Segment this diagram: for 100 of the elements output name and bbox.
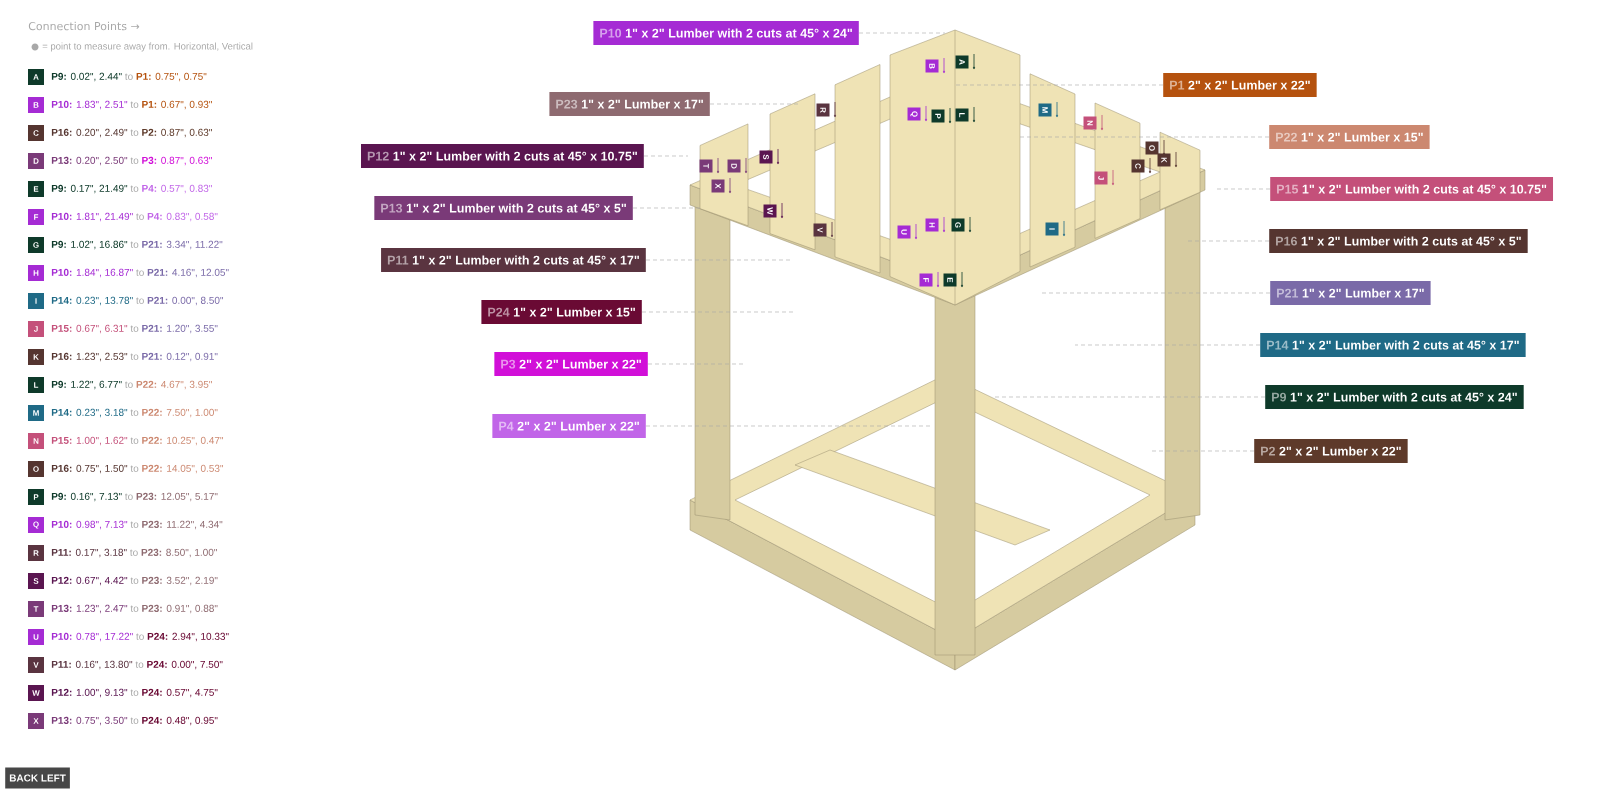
node-label: 1.20", 3.55" <box>167 324 218 334</box>
node-label: P24: <box>142 716 162 724</box>
connection-text: P10: 0.78", 17.22" to P24: 2.94", 10.33" <box>51 632 229 642</box>
node-label: P14: <box>51 408 72 416</box>
node-label: P1: <box>136 72 151 80</box>
node-label: 0.02", 2.44" <box>70 72 122 82</box>
node-label: 14.05", 0.53" <box>167 464 224 474</box>
node-label: P24: <box>142 688 162 696</box>
letter-badge: L <box>28 377 44 393</box>
node-label: P4: <box>147 212 162 220</box>
connection-text: P10: 1.81", 21.49" to P4: 0.83", 0.58" <box>51 212 218 222</box>
node-label: 1.00", 9.13" <box>76 688 128 698</box>
node-label: 0.87", 0.63" <box>161 156 212 166</box>
node-label: to <box>125 73 133 80</box>
node-label: 0.17", 21.49" <box>70 184 128 194</box>
connection-text: P9: 0.17", 21.49" to P4: 0.57", 0.83" <box>51 184 212 194</box>
part-label: P9 1" x 2" Lumber with 2 cuts at 45° x 24" <box>1265 385 1524 409</box>
connection-text: P11: 0.17", 3.18" to P23: 8.50", 1.00" <box>51 548 217 558</box>
node-label: 2.94", 10.33" <box>172 632 229 642</box>
node-label: 3.34", 11.22" <box>166 240 223 250</box>
node-label: to <box>130 465 139 472</box>
connection-text: P14: 0.23", 13.78" to P21: 0.00", 8.50" <box>51 296 224 306</box>
node-label: to <box>125 381 133 388</box>
node-label: P16: <box>51 128 72 136</box>
node-label: P24: <box>147 660 167 668</box>
node-label: 0.78", 17.22" <box>76 632 133 642</box>
node-label: P13: <box>51 716 72 724</box>
heading: Connection Points → <box>28 21 140 31</box>
part-label: P4 2" x 2" Lumber x 22" <box>492 414 646 438</box>
node-label: P10: <box>51 632 72 640</box>
node-label: 1.23", 2.53" <box>76 352 128 362</box>
part-label: P1 2" x 2" Lumber x 22" <box>1163 73 1317 97</box>
node-label: to <box>130 241 139 248</box>
letter-badge: P <box>28 489 44 505</box>
node-label: P24: <box>147 632 168 640</box>
node-label: to <box>130 605 139 612</box>
node-label: 0.20", 2.50" <box>76 156 128 166</box>
node-label: 1.83", 2.51" <box>76 100 128 110</box>
node-label: P22: <box>136 380 157 388</box>
node-label: 0.12", 0.91" <box>166 352 218 362</box>
node-label: P4: <box>142 184 157 192</box>
node-label: 0.00", 7.50" <box>171 660 223 670</box>
node-label: 10.25", 0.47" <box>167 436 224 446</box>
node-label: to <box>136 633 144 640</box>
node-label: 0.57", 4.75" <box>166 688 218 698</box>
connection-text: P9: 0.16", 7.13" to P23: 12.05", 5.17" <box>51 492 218 502</box>
connection-text: P10: 1.83", 2.51" to P1: 0.67", 0.93" <box>51 100 212 110</box>
node-label: 12.05", 5.17" <box>161 492 218 502</box>
letter-badge: H <box>28 265 44 281</box>
marker-tag: R <box>816 103 830 117</box>
node-label: P14: <box>51 296 72 304</box>
connection-text: P10: 1.84", 16.87" to P21: 4.16", 12.05" <box>51 268 229 278</box>
node-label: P9: <box>51 492 66 500</box>
node-label: P13: <box>51 156 72 164</box>
letter-badge: F <box>28 209 44 225</box>
node-label: 1.84", 16.87" <box>76 268 133 278</box>
letter-badge: B <box>28 97 44 113</box>
letter-badge: W <box>28 685 44 701</box>
node-label: to <box>125 493 133 500</box>
letter-badge: K <box>28 349 44 365</box>
connection-text: P12: 1.00", 9.13" to P24: 0.57", 4.75" <box>51 688 218 698</box>
node-label: P9: <box>51 240 66 248</box>
letter-badge: D <box>28 153 44 169</box>
back-button: BACK LEFT <box>5 767 70 789</box>
node-label: P16: <box>51 464 72 472</box>
node-label: 0.23", 13.78" <box>76 296 133 306</box>
letter-badge: A <box>28 69 44 85</box>
part-label: P16 1" x 2" Lumber with 2 cuts at 45° x 5" <box>1269 229 1528 253</box>
letter-badge: V <box>28 657 44 673</box>
connection-text: P10: 0.98", 7.13" to P23: 11.22", 4.34" <box>51 520 223 530</box>
node-label: 3.52", 2.19" <box>166 576 218 586</box>
part-label: P22 1" x 2" Lumber x 15" <box>1269 125 1430 149</box>
node-label: 0.16", 13.80" <box>75 660 133 670</box>
part-label: P3 2" x 2" Lumber x 22" <box>494 352 648 376</box>
connection-text: P9: 1.02", 16.86" to P21: 3.34", 11.22" <box>51 240 223 250</box>
connection-text: P9: 0.02", 2.44" to P1: 0.75", 0.75" <box>51 72 207 82</box>
node-label: P15: <box>51 324 72 332</box>
node-label: P10: <box>51 100 72 108</box>
connection-text: P16: 1.23", 2.53" to P21: 0.12", 0.91" <box>51 352 218 362</box>
connection-text: P15: 0.67", 6.31" to P21: 1.20", 3.55" <box>51 324 218 334</box>
node-label: P12: <box>51 688 72 696</box>
node-label: P23: <box>142 520 162 528</box>
node-label: P11: <box>51 660 71 668</box>
node-label: P21: <box>142 240 162 248</box>
connection-text: P9: 1.22", 6.77" to P22: 4.67", 3.95" <box>51 380 212 390</box>
letter-badge: S <box>28 573 44 589</box>
connection-text: P13: 0.20", 2.50" to P3: 0.87", 0.63" <box>51 156 212 166</box>
marker-tag: N <box>1083 116 1097 130</box>
node-label: P9: <box>51 380 66 388</box>
connection-text: P12: 0.67", 4.42" to P23: 3.52", 2.19" <box>51 576 218 586</box>
node-label: 0.75", 0.75" <box>155 72 207 82</box>
node-label: to <box>135 661 144 668</box>
node-label: to <box>130 717 139 724</box>
node-label: to <box>130 521 139 528</box>
letter-badge: X <box>28 713 44 729</box>
node-label: P9: <box>51 72 66 80</box>
node-label: 8.50", 1.00" <box>166 548 217 558</box>
node-label: 0.48", 0.95" <box>166 716 218 726</box>
node-label: 0.91", 0.88" <box>166 604 218 614</box>
node-label: 1.23", 2.47" <box>76 604 128 614</box>
